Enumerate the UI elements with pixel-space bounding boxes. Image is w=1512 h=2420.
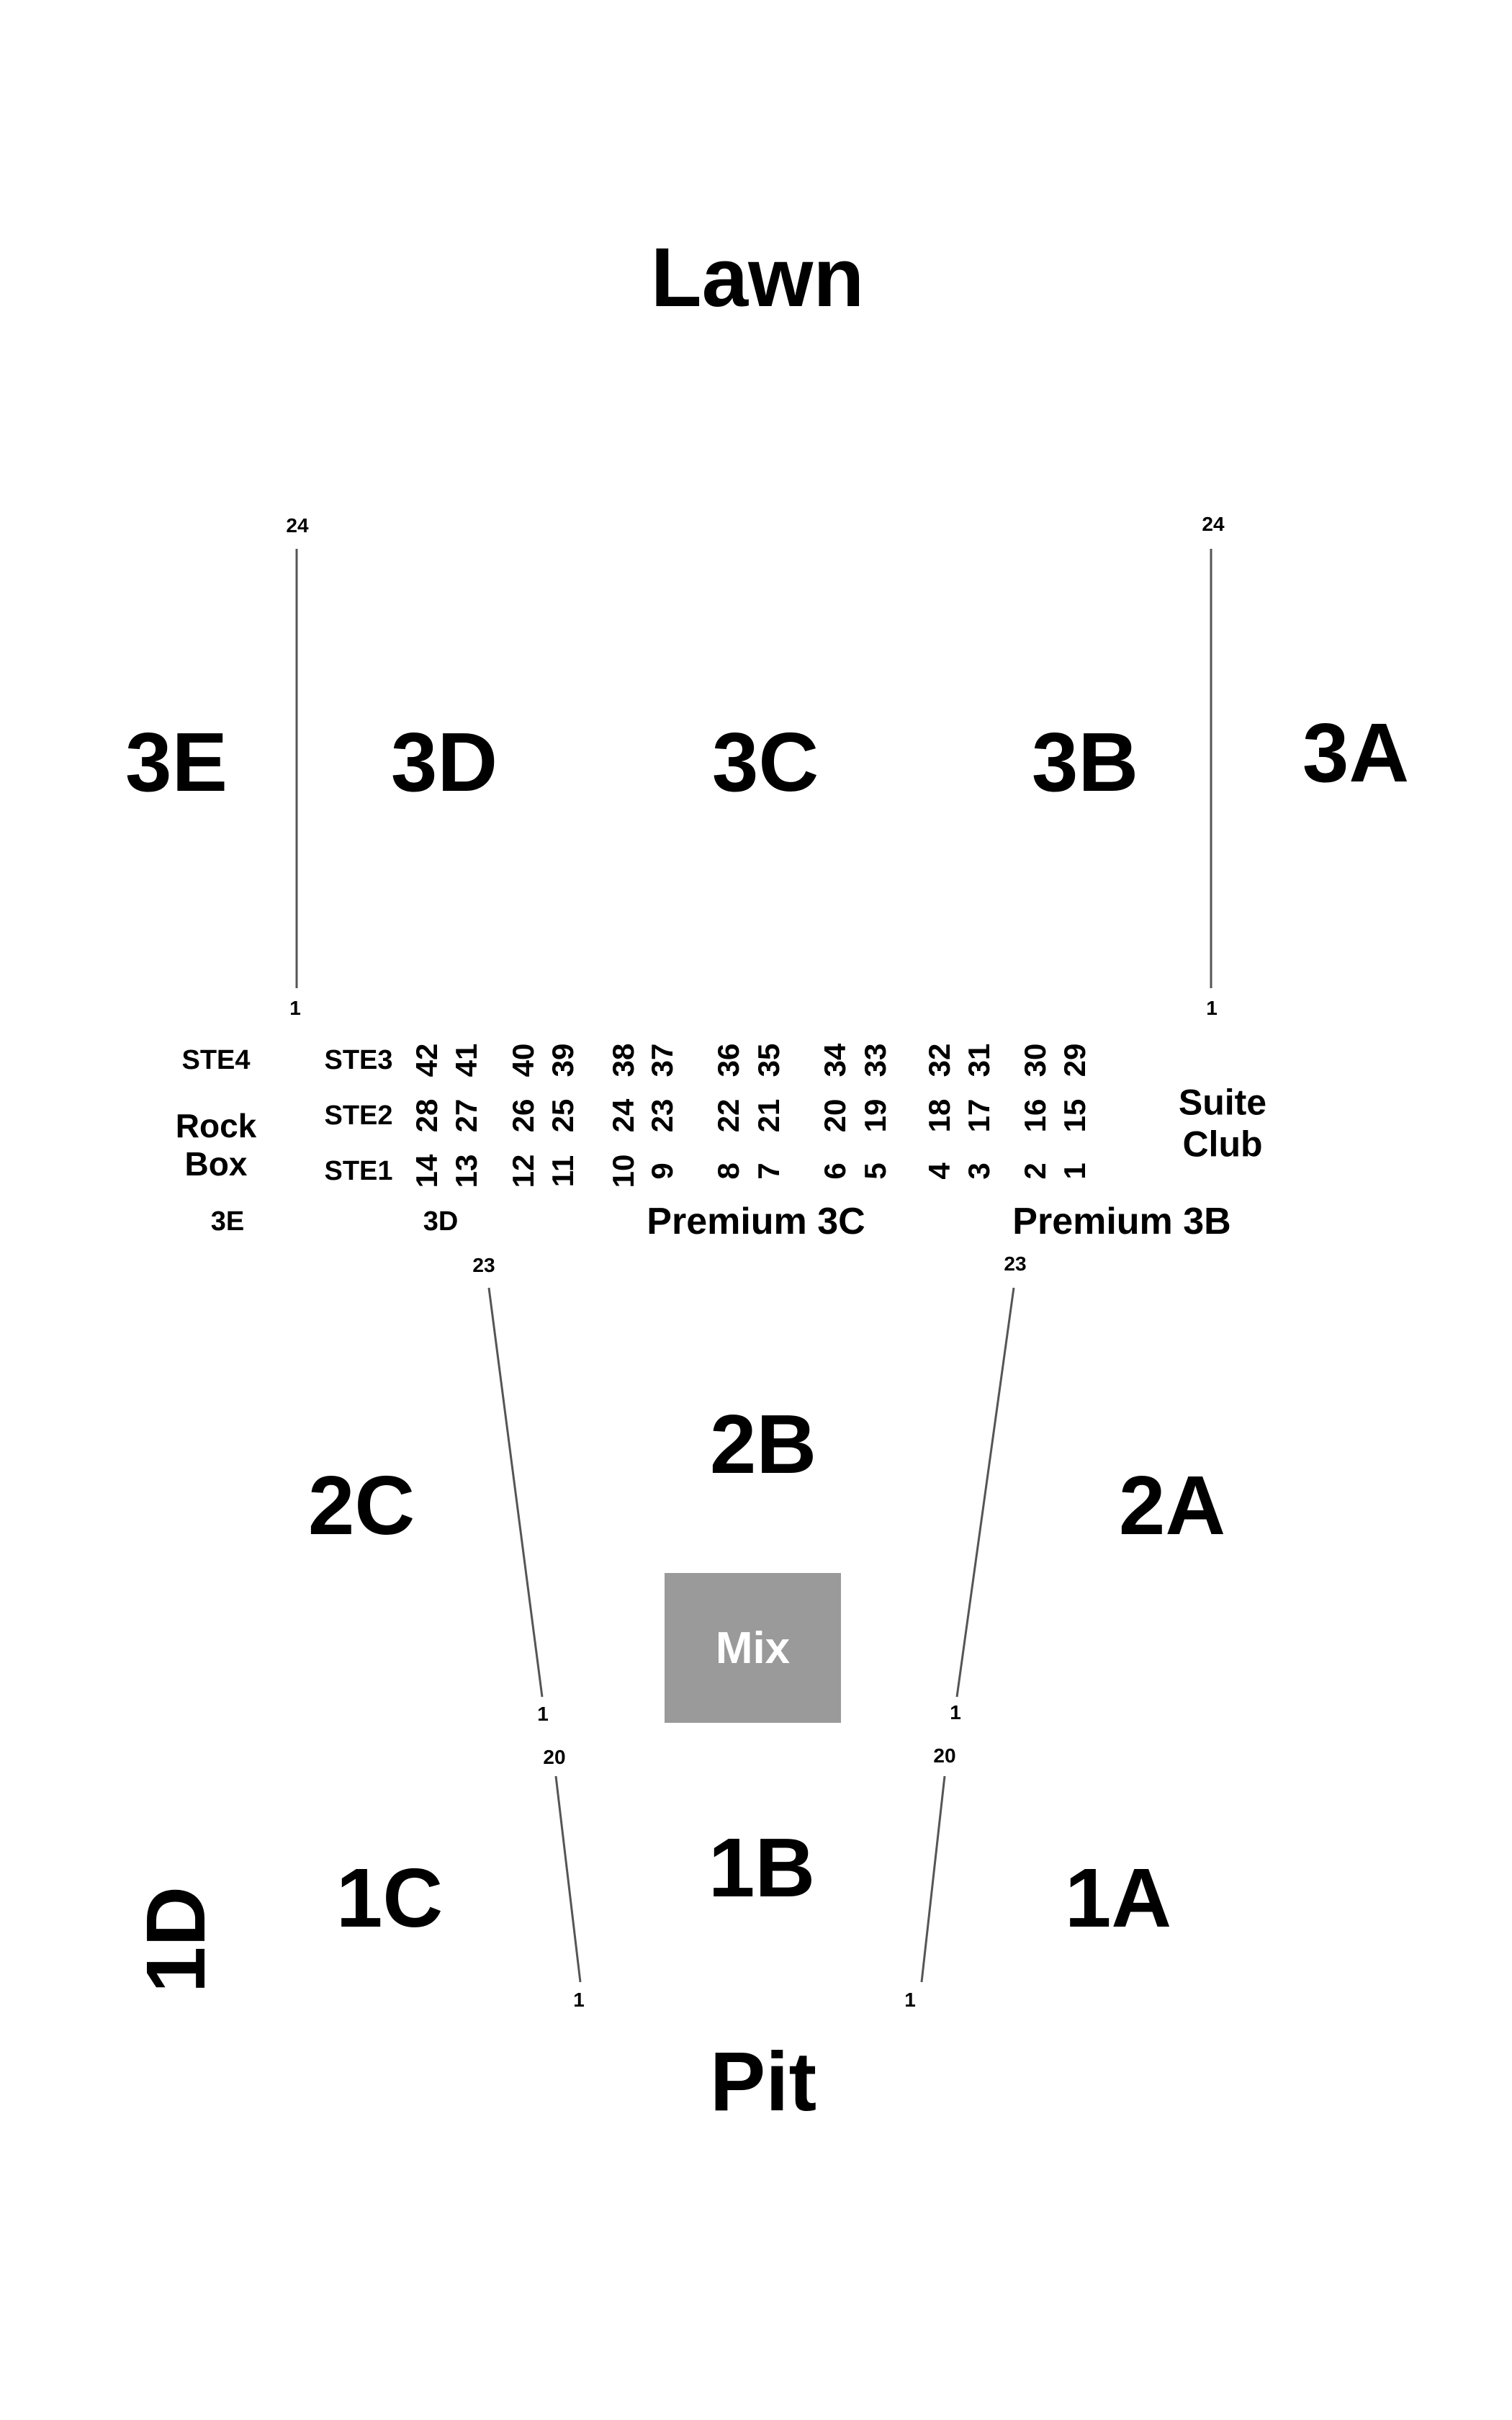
suite-number[interactable]: 10 <box>606 1154 640 1188</box>
suite-number[interactable]: 38 <box>606 1043 640 1077</box>
section-3c[interactable]: 3C <box>711 715 819 809</box>
section-2b[interactable]: 2B <box>709 1397 817 1491</box>
row-marker: 20 <box>543 1746 566 1768</box>
suite-number[interactable]: 5 <box>858 1162 892 1180</box>
suite-number[interactable]: 22 <box>711 1098 745 1133</box>
suite-number[interactable]: 24 <box>606 1098 640 1133</box>
row-marker: 1 <box>537 1703 549 1725</box>
divider-1c-1b <box>554 1775 582 1983</box>
row-marker: 23 <box>1004 1252 1027 1275</box>
suite-number[interactable]: 34 <box>818 1043 852 1077</box>
suite-ste1[interactable]: STE1 <box>324 1156 393 1186</box>
divider-1b-1a <box>920 1775 946 1983</box>
row-marker: 1 <box>573 1989 585 2011</box>
mix-position: Mix <box>665 1573 841 1723</box>
suite-number[interactable]: 14 <box>410 1154 444 1188</box>
suite-number[interactable]: 37 <box>645 1043 679 1077</box>
box-section-premium-3c[interactable]: Premium 3C <box>647 1201 865 1242</box>
suite-number[interactable]: 29 <box>1058 1043 1092 1077</box>
section-2a[interactable]: 2A <box>1118 1458 1226 1552</box>
suite-number[interactable]: 41 <box>449 1043 483 1077</box>
suite-number[interactable]: 27 <box>449 1098 483 1133</box>
suite-number[interactable]: 35 <box>752 1043 786 1077</box>
suite-number[interactable]: 28 <box>410 1098 444 1133</box>
row-marker: 1 <box>950 1701 961 1724</box>
row-marker: 24 <box>286 514 309 537</box>
section-3a[interactable]: 3A <box>1302 706 1410 799</box>
suite-number[interactable]: 30 <box>1018 1043 1052 1077</box>
row-marker: 23 <box>472 1254 495 1276</box>
suite-number[interactable]: 13 <box>449 1154 483 1188</box>
suite-number[interactable]: 32 <box>922 1043 956 1077</box>
suite-number[interactable]: 7 <box>752 1162 786 1180</box>
section-3e[interactable]: 3E <box>125 715 228 809</box>
divider-2c-2b <box>487 1287 544 1698</box>
suite-number[interactable]: 6 <box>818 1162 852 1180</box>
suite-number[interactable]: 15 <box>1058 1098 1092 1133</box>
row-marker: 24 <box>1202 513 1225 535</box>
suite-number[interactable]: 25 <box>546 1098 580 1133</box>
suite-number[interactable]: 1 <box>1058 1162 1092 1180</box>
suite-number[interactable]: 18 <box>922 1098 956 1133</box>
section-1b[interactable]: 1B <box>708 1821 816 1914</box>
suite-number[interactable]: 33 <box>858 1043 892 1077</box>
row-marker: 1 <box>1206 997 1218 1019</box>
section-lawn[interactable]: Lawn <box>650 230 865 324</box>
divider-2b-2a <box>955 1287 1015 1698</box>
row-marker: 20 <box>933 1744 956 1767</box>
mix-label: Mix <box>715 1623 791 1673</box>
suite-number[interactable]: 40 <box>506 1043 540 1077</box>
section-1c[interactable]: 1C <box>336 1851 444 1945</box>
row-marker: 1 <box>904 1989 916 2011</box>
suite-number[interactable]: 20 <box>818 1098 852 1133</box>
suite-ste2[interactable]: STE2 <box>324 1101 393 1131</box>
box-section-premium-3b[interactable]: Premium 3B <box>1012 1201 1231 1242</box>
suite-number[interactable]: 11 <box>546 1155 580 1188</box>
suite-number[interactable]: 23 <box>645 1098 679 1133</box>
suite-number[interactable]: 42 <box>410 1043 444 1077</box>
box-section-3e[interactable]: 3E <box>210 1206 245 1237</box>
suite-number[interactable]: 17 <box>962 1098 996 1133</box>
section-1d[interactable]: 1D <box>129 1886 222 1994</box>
suite-number[interactable]: 31 <box>962 1043 996 1077</box>
section-1a[interactable]: 1A <box>1064 1851 1172 1945</box>
suite-number[interactable]: 8 <box>711 1162 745 1180</box>
suite-number[interactable]: 21 <box>752 1098 786 1133</box>
suite-number[interactable]: 19 <box>858 1098 892 1133</box>
suite-ste4[interactable]: STE4 <box>181 1045 251 1075</box>
suite-number[interactable]: 16 <box>1018 1098 1052 1133</box>
section-2c[interactable]: 2C <box>307 1458 415 1552</box>
suite-number[interactable]: 26 <box>506 1098 540 1133</box>
suite-number[interactable]: 39 <box>546 1043 580 1077</box>
section-3d[interactable]: 3D <box>390 715 498 809</box>
suite-club[interactable]: Suite Club <box>1178 1082 1267 1165</box>
box-section-3d[interactable]: 3D <box>423 1206 459 1237</box>
suite-number[interactable]: 36 <box>711 1043 745 1077</box>
suite-number[interactable]: 4 <box>922 1162 956 1180</box>
suite-number[interactable]: 12 <box>506 1154 540 1188</box>
section-3b[interactable]: 3B <box>1031 715 1139 809</box>
suite-number[interactable]: 3 <box>962 1162 996 1180</box>
row-marker: 1 <box>289 997 301 1019</box>
suite-rock-box[interactable]: Rock Box <box>175 1107 257 1183</box>
suite-ste3[interactable]: STE3 <box>324 1045 393 1075</box>
suite-number[interactable]: 2 <box>1018 1162 1052 1180</box>
section-pit[interactable]: Pit <box>709 2035 817 2128</box>
suite-number[interactable]: 9 <box>645 1162 679 1180</box>
